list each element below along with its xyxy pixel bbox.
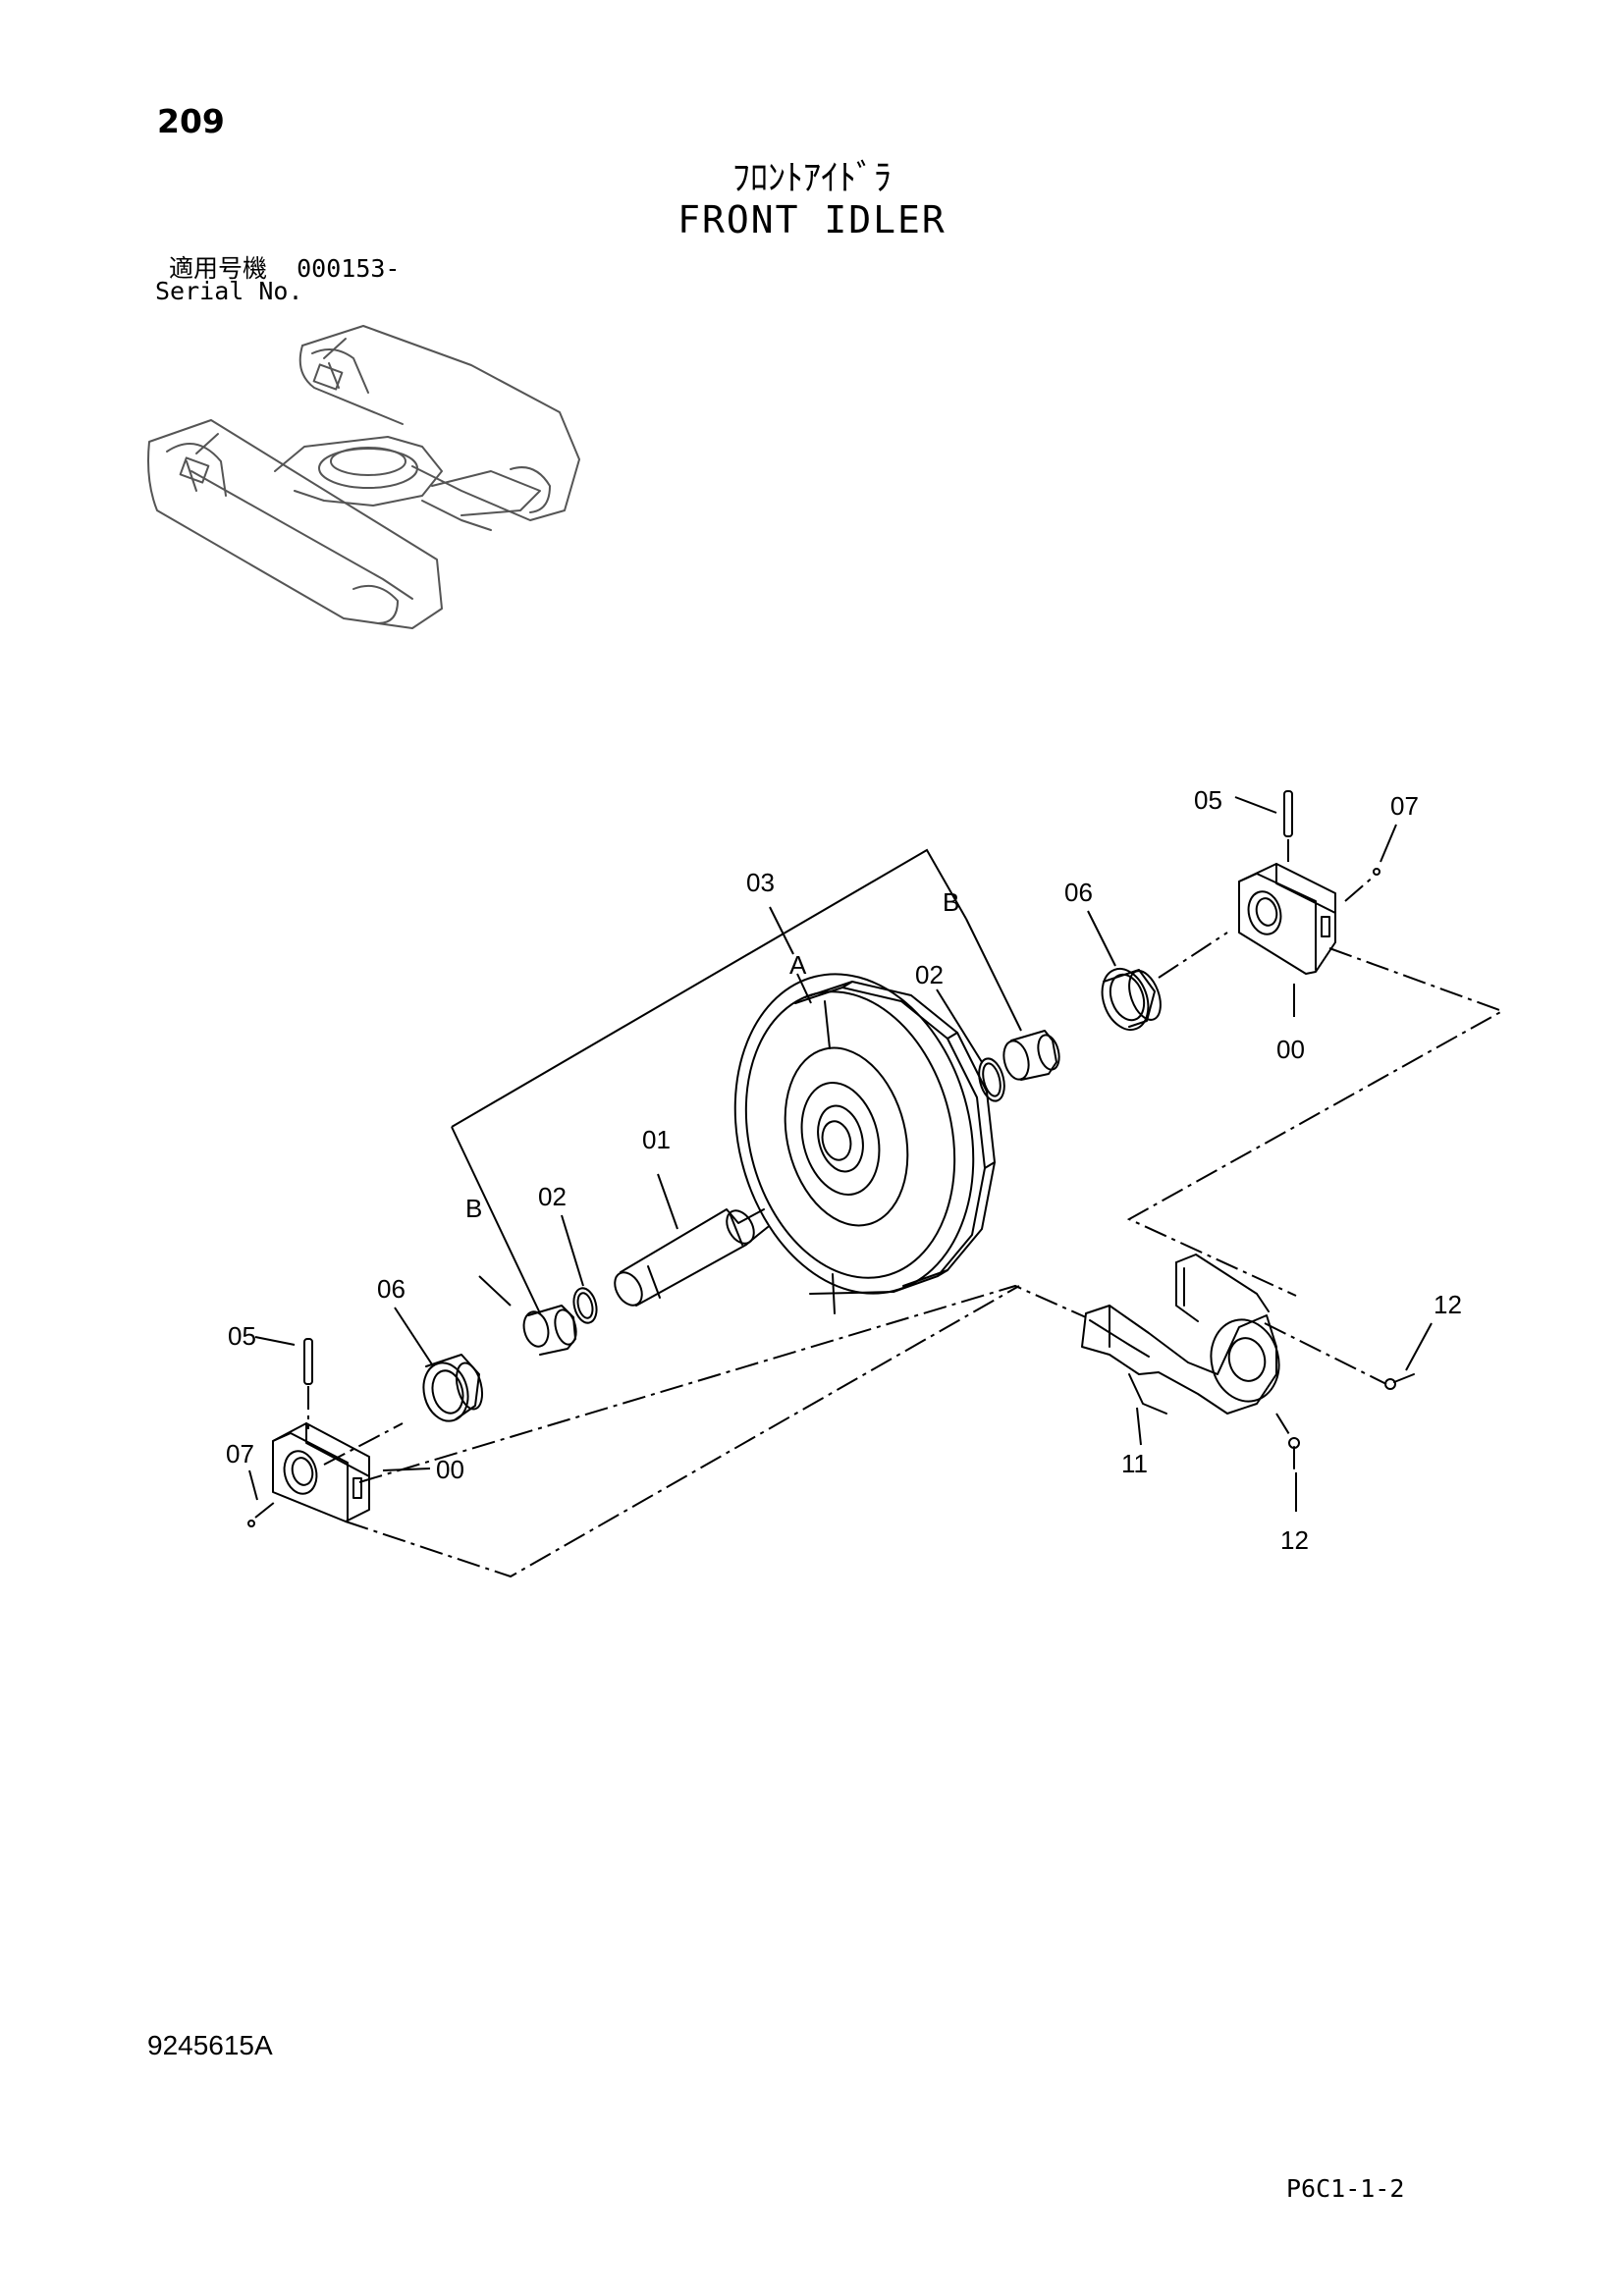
serial-applicability: 適用号機 000153- bbox=[169, 249, 400, 285]
idler-wheel-part-03 bbox=[733, 973, 996, 1314]
callout-a: A bbox=[789, 950, 807, 980]
left-bearing-block-part-00 bbox=[272, 1422, 370, 1522]
bolt-part-12-upper bbox=[1384, 1373, 1415, 1390]
callout-07-right: 07 bbox=[1390, 791, 1419, 821]
callout-06-right: 06 bbox=[1064, 878, 1093, 907]
centerline-left-return bbox=[345, 1285, 1020, 1578]
callout-b-left: B bbox=[465, 1194, 482, 1223]
title-japanese: ﾌﾛﾝﾄｱｲﾄﾞﾗ bbox=[732, 158, 892, 198]
serial-label-jp: 適用号機 bbox=[169, 254, 268, 283]
bolt-part-12-lower bbox=[1288, 1437, 1300, 1469]
centerline-right-return bbox=[1126, 947, 1505, 1297]
callout-b-right: B bbox=[943, 887, 959, 917]
bracket-b-upper bbox=[451, 848, 967, 1128]
callout-05-right: 05 bbox=[1194, 785, 1222, 815]
left-collar-part-02 bbox=[572, 1287, 598, 1324]
page-title: FRONT IDLER bbox=[677, 198, 947, 241]
right-seal-part-06 bbox=[1101, 968, 1162, 1031]
centerline-lower bbox=[358, 1284, 1087, 1483]
serial-label-en: Serial No. bbox=[155, 277, 303, 305]
callout-00-left: 00 bbox=[436, 1455, 464, 1484]
callout-06-left: 06 bbox=[377, 1274, 406, 1304]
callout-12-upper: 12 bbox=[1434, 1290, 1462, 1319]
leader-lines bbox=[248, 796, 1433, 1512]
callout-11: 11 bbox=[1121, 1449, 1148, 1478]
track-frame-thumbnail bbox=[147, 325, 580, 629]
right-plug-part-07 bbox=[1373, 868, 1380, 876]
callout-00-right: 00 bbox=[1276, 1035, 1305, 1064]
right-collar-part-02 bbox=[978, 1057, 1005, 1102]
callout-02-right: 02 bbox=[915, 960, 944, 989]
sheet-code: P6C1-1-2 bbox=[1286, 2174, 1405, 2203]
callout-02-left: 02 bbox=[538, 1182, 567, 1211]
callout-03: 03 bbox=[746, 868, 775, 897]
left-plug-part-07 bbox=[247, 1520, 255, 1527]
left-bushing-part-b bbox=[522, 1305, 577, 1356]
right-pin-part-05 bbox=[1283, 790, 1293, 837]
right-bearing-block-part-00 bbox=[1238, 863, 1336, 975]
assembly-lines bbox=[254, 839, 1505, 1578]
left-pin-part-05 bbox=[303, 1338, 313, 1385]
serial-value: 000153- bbox=[297, 254, 401, 283]
page-number: 209 bbox=[157, 102, 225, 140]
callout-12-lower: 12 bbox=[1280, 1525, 1309, 1555]
callout-05-left: 05 bbox=[228, 1321, 256, 1351]
left-seal-part-06 bbox=[422, 1354, 484, 1422]
shaft-part-01 bbox=[614, 1208, 769, 1307]
right-bushing-part-b bbox=[1002, 1030, 1060, 1081]
callout-07-left: 07 bbox=[226, 1439, 254, 1468]
bracket-b-left bbox=[451, 1126, 541, 1314]
idler-yoke-part-11 bbox=[1081, 1254, 1280, 1415]
bracket-b-right-lead bbox=[965, 918, 1022, 1032]
drawing-number: 9245615A bbox=[147, 2030, 273, 2060]
callout-01: 01 bbox=[642, 1125, 671, 1154]
